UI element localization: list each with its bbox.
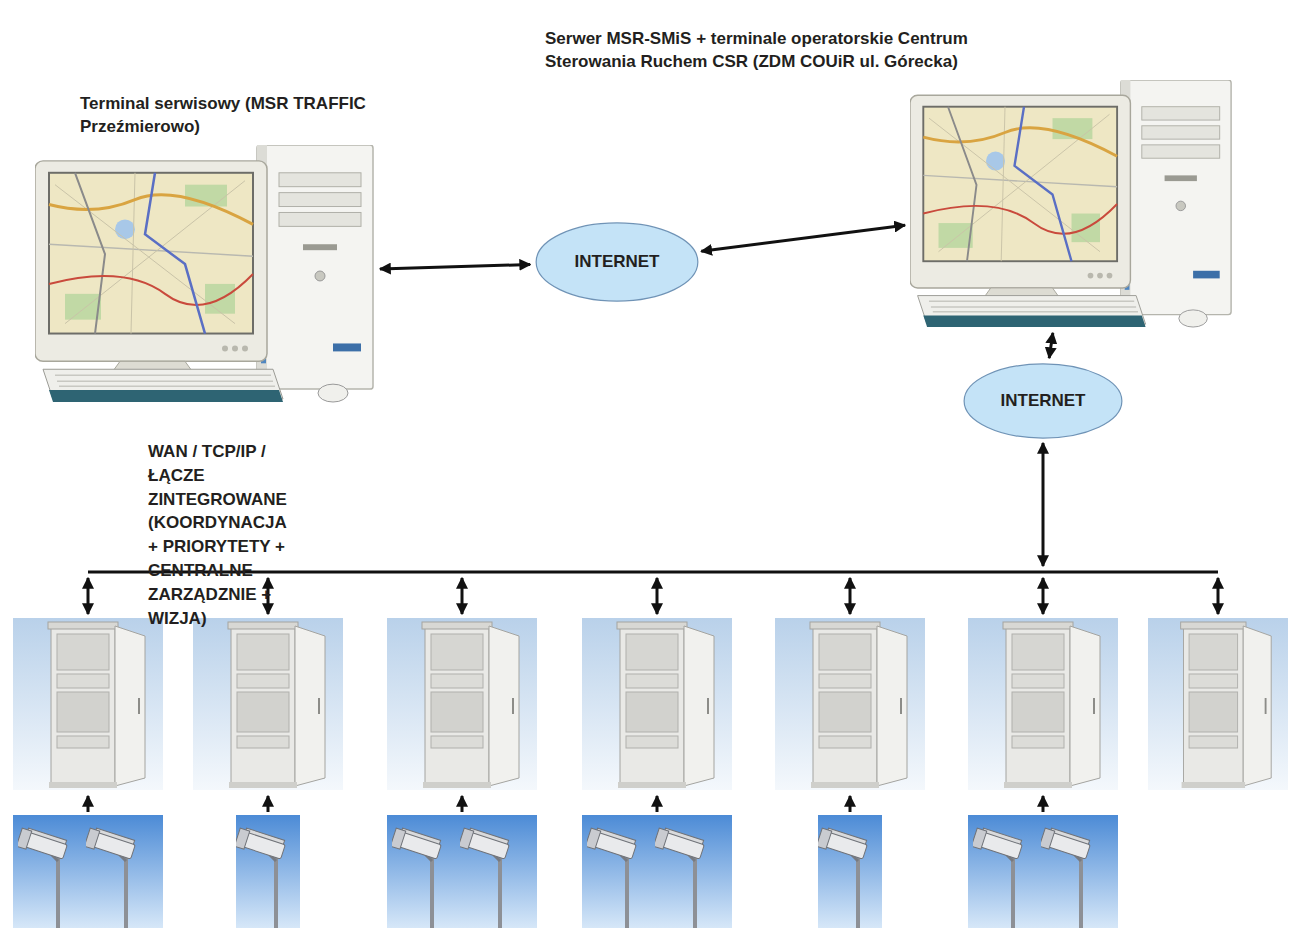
camera-symbol — [84, 826, 136, 928]
controller-cabinet — [1148, 618, 1288, 790]
camera-panel — [582, 815, 732, 928]
terminal-computer: Terminal serwisowy (MSR TRAFFIC Przeźmie… — [35, 145, 375, 403]
controller-cabinet — [968, 618, 1118, 790]
camera-panel — [968, 815, 1118, 928]
camera-arrow — [461, 796, 464, 812]
bus-arrow — [1042, 578, 1045, 614]
camera-symbol — [1039, 826, 1091, 928]
computer-picture — [35, 145, 373, 402]
computer-server — [910, 80, 1231, 327]
camera-panel — [13, 815, 163, 928]
camera-symbol — [585, 826, 637, 928]
controller-cabinets — [13, 618, 1288, 790]
camera-arrow — [267, 796, 270, 812]
network-link — [380, 265, 530, 269]
controller-cabinet — [775, 618, 925, 790]
node-label: INTERNET — [575, 251, 660, 273]
node-heading: Terminal serwisowy (MSR TRAFFIC Przeźmie… — [80, 93, 380, 139]
server-computer: Serwer MSR-SMiS + terminale operatorskie… — [910, 80, 1233, 328]
network-cloud: INTERNET — [963, 363, 1123, 439]
camera-arrow — [849, 796, 852, 812]
ellipse-shape — [536, 223, 698, 301]
bus-arrow — [1217, 578, 1220, 614]
camera-symbol — [234, 826, 286, 928]
bus-arrow — [849, 578, 852, 614]
camera-symbol — [390, 826, 442, 928]
bus-arrow — [461, 578, 464, 614]
camera-arrow — [87, 796, 90, 812]
node-heading: Serwer MSR-SMiS + terminale operatorskie… — [545, 28, 1025, 74]
camera-panels — [13, 815, 1118, 928]
bus-arrow — [87, 578, 90, 614]
camera-symbol — [458, 826, 510, 928]
bus-arrow — [656, 578, 659, 614]
camera-symbol — [653, 826, 705, 928]
camera-arrow — [1042, 796, 1045, 812]
camera-symbol — [971, 826, 1023, 928]
controller-cabinet — [582, 618, 732, 790]
camera-arrows — [88, 796, 1043, 812]
computer-picture — [910, 80, 1231, 327]
bus-arrow — [1042, 443, 1045, 566]
network-cloud: INTERNET — [535, 222, 699, 302]
network-link — [701, 225, 905, 251]
camera-symbol — [16, 826, 68, 928]
network-link — [1049, 333, 1053, 358]
controller-cabinet — [193, 618, 343, 790]
controller-cabinet — [387, 618, 537, 790]
ellipse-shape — [964, 364, 1122, 438]
camera-symbol — [816, 826, 868, 928]
bus-line — [88, 571, 1218, 574]
controller-cabinet — [13, 618, 163, 790]
network-caption: WAN / TCP/IP / ŁĄCZE ZINTEGROWANE (KOORD… — [148, 440, 287, 630]
computer-terminal — [35, 145, 373, 402]
node-label: INTERNET — [1001, 390, 1086, 412]
camera-arrow — [656, 796, 659, 812]
camera-panel — [387, 815, 537, 928]
